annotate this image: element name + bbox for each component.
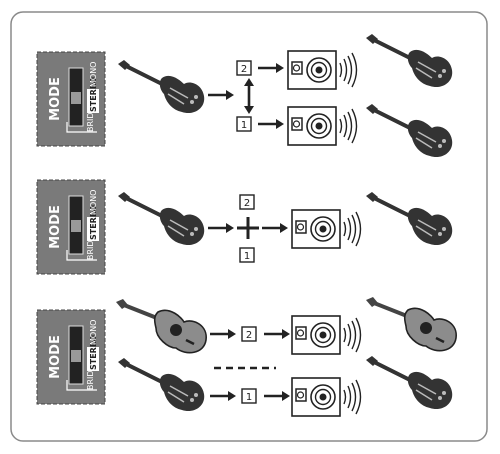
- svg-text:2: 2: [241, 64, 247, 75]
- svg-text:1: 1: [241, 120, 247, 131]
- svg-text:2: 2: [244, 198, 250, 209]
- mode-option-bridge: BRIDGE: [86, 229, 95, 260]
- mode-option-stereo: STEREO: [89, 205, 98, 240]
- mode-option-mono: MONO: [89, 190, 98, 215]
- mode-option-mono: MONO: [89, 320, 98, 345]
- row-3: MODE BRIDGE STEREO MONO 2 1: [36, 295, 459, 417]
- plus-icon: [237, 217, 259, 239]
- mode-panel: MODE BRIDGE STEREO MONO: [36, 309, 106, 405]
- mode-option-mono: MONO: [89, 62, 98, 87]
- mode-switch-knob: [71, 350, 81, 362]
- svg-text:1: 1: [244, 251, 250, 262]
- mode-label: MODE: [48, 205, 63, 249]
- channel-box-2: 2: [241, 326, 257, 342]
- channel-box-2: 2: [236, 60, 252, 76]
- bidirectional-arrow-icon: [244, 78, 254, 114]
- mode-panel: MODE BRIDGE STEREO MONO: [36, 51, 106, 147]
- mode-option-highlight: [87, 89, 99, 113]
- mode-option-bridge: BRIDGE: [86, 359, 95, 390]
- svg-text:2: 2: [246, 330, 252, 341]
- mode-option-stereo: STEREO: [89, 77, 98, 112]
- mode-switch-knob: [71, 220, 81, 232]
- channel-box-1: 1: [239, 247, 255, 263]
- channel-box-1: 1: [241, 388, 257, 404]
- mode-label: MODE: [48, 335, 63, 379]
- channel-box-1: 1: [236, 116, 252, 132]
- mode-switch-knob: [71, 92, 81, 104]
- mode-option-highlight: [87, 217, 99, 241]
- mode-label: MODE: [48, 77, 63, 121]
- mode-option-bridge: BRIDGE: [86, 101, 95, 132]
- row-1: MODE BRIDGE STEREO MONO 2 1: [36, 32, 455, 160]
- mode-panel: MODE BRIDGE STEREO MONO: [36, 179, 106, 275]
- mode-option-stereo: STEREO: [89, 335, 98, 370]
- row-2: MODE BRIDGE STEREO MONO 2 1: [36, 179, 455, 275]
- mode-option-highlight: [87, 347, 99, 371]
- svg-text:1: 1: [246, 392, 252, 403]
- channel-box-2: 2: [239, 194, 255, 210]
